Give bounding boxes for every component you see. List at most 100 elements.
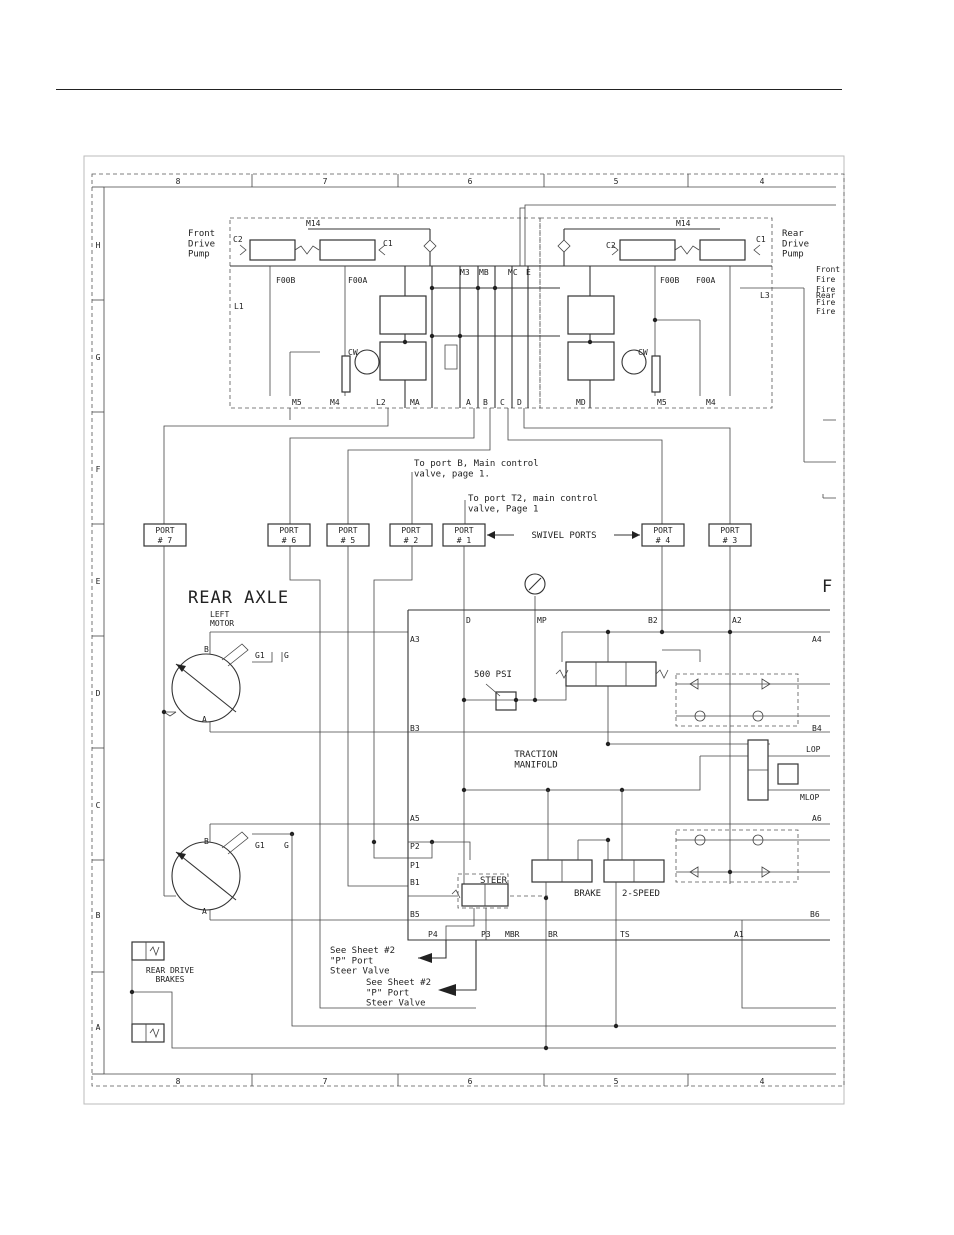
manifold-port-b6: B6 — [810, 910, 820, 919]
port6-line — [289, 546, 476, 1009]
port-name: PORT — [653, 526, 672, 535]
row-label: F — [96, 465, 101, 474]
relief-500psi: 500 PSI — [474, 670, 512, 680]
label-l1: L1 — [234, 302, 244, 311]
drawing-frame — [83, 155, 845, 1105]
label-e: E — [526, 268, 531, 277]
label-cw: CW — [638, 348, 648, 357]
rear-drive-brakes — [129, 941, 836, 1051]
column-label: 7 — [323, 1077, 328, 1086]
label-m5: M5 — [657, 398, 667, 407]
label-l3: L3 — [760, 291, 770, 300]
port-name: PORT — [720, 526, 739, 535]
row-label: A — [96, 1023, 101, 1032]
label-f00b: F00B — [276, 276, 295, 285]
label-c1: C1 — [756, 235, 766, 244]
port-name: PORT — [401, 526, 420, 535]
label-c1: C1 — [383, 239, 393, 248]
outlet-arrow — [418, 953, 432, 963]
swivel-port-1: PORT # 1 — [442, 523, 486, 547]
swivel-ports-label: SWIVEL PORTS — [531, 531, 596, 541]
port-name: PORT — [454, 526, 473, 535]
label-d: D — [517, 398, 522, 407]
steer-outlet-line — [456, 940, 477, 991]
motor-port-g1: G1 — [255, 841, 265, 850]
label-m14: M14 — [306, 219, 321, 228]
manifold-port-mbr: MBR — [505, 930, 520, 939]
row-label: H — [96, 241, 101, 250]
column-label: 7 — [323, 177, 328, 186]
port-number: # 3 — [723, 536, 738, 545]
manifold-port-br: BR — [548, 930, 558, 939]
manifold-port-a2: A2 — [732, 616, 742, 625]
column-label: 8 — [176, 1077, 181, 1086]
motor-port-b: B — [204, 645, 209, 654]
column-label: 5 — [614, 177, 619, 186]
manifold-port-a4: A4 — [812, 635, 822, 644]
label-md: MD — [576, 398, 586, 407]
column-label: 5 — [614, 1077, 619, 1086]
label-mc: MC — [508, 268, 518, 277]
rear-axle-title: REAR AXLE — [188, 588, 289, 608]
label-b: B — [483, 398, 488, 407]
a1-return-line — [741, 940, 836, 1009]
outlet-arrow — [438, 984, 456, 996]
port-number: # 5 — [341, 536, 356, 545]
header-rule — [56, 89, 842, 90]
manifold-port-b5: B5 — [410, 910, 420, 919]
rear-drive-pump — [539, 217, 836, 463]
row-label: E — [96, 577, 101, 586]
label-l2: L2 — [376, 398, 386, 407]
manifold-port-p3: P3 — [481, 930, 491, 939]
label-c2: C2 — [233, 235, 243, 244]
steer-valve-label: STEER — [480, 876, 508, 886]
column-label: 4 — [760, 1077, 765, 1086]
column-label: 6 — [468, 177, 473, 186]
label-c: C — [500, 398, 505, 407]
pump-feed-line — [519, 207, 525, 266]
motor-port-a: A — [202, 907, 207, 916]
pump-feed-line — [524, 204, 836, 266]
label-cw: CW — [348, 348, 358, 357]
label-m3: M3 — [460, 268, 470, 277]
row-label: G — [96, 353, 101, 362]
manifold-port-mp: MP — [537, 616, 547, 625]
junction-dot — [161, 709, 167, 715]
port-name: PORT — [155, 526, 174, 535]
label-f00b: F00B — [660, 276, 679, 285]
manifold-port-p2: P2 — [410, 842, 420, 851]
manifold-port-b3: B3 — [410, 724, 420, 733]
cut-text: Fire — [816, 307, 835, 316]
manifold-port-p4: P4 — [428, 930, 438, 939]
cut-text: Front — [816, 265, 840, 274]
manifold-port-p1: P1 — [410, 861, 420, 870]
port-number: # 2 — [404, 536, 419, 545]
port7-motor-line — [163, 546, 176, 897]
label-mb: MB — [479, 268, 489, 277]
cut-edge-marks — [822, 419, 836, 499]
port-name: PORT — [338, 526, 357, 535]
cut-text: Fire — [816, 285, 835, 294]
manifold-port-b1: B1 — [410, 878, 420, 887]
column-label: 8 — [176, 177, 181, 186]
manifold-port-a6: A6 — [812, 814, 822, 823]
cut-text: Rear — [816, 291, 835, 300]
label-f00a: F00A — [348, 276, 367, 285]
rear-axle-lower-motor — [171, 823, 408, 921]
manifold-port-ts: TS — [620, 930, 630, 939]
row-label: C — [96, 801, 101, 810]
motor-port-a: A — [202, 715, 207, 724]
row-label: D — [96, 689, 101, 698]
swivel-port-5: PORT # 5 — [326, 523, 370, 547]
swivel-port-3: PORT # 3 — [708, 523, 752, 547]
port-number: # 1 — [457, 536, 472, 545]
motor-port-g: G — [284, 841, 289, 850]
manifold-port-lop: LOP — [806, 745, 821, 754]
front-drive-pump — [229, 217, 541, 409]
